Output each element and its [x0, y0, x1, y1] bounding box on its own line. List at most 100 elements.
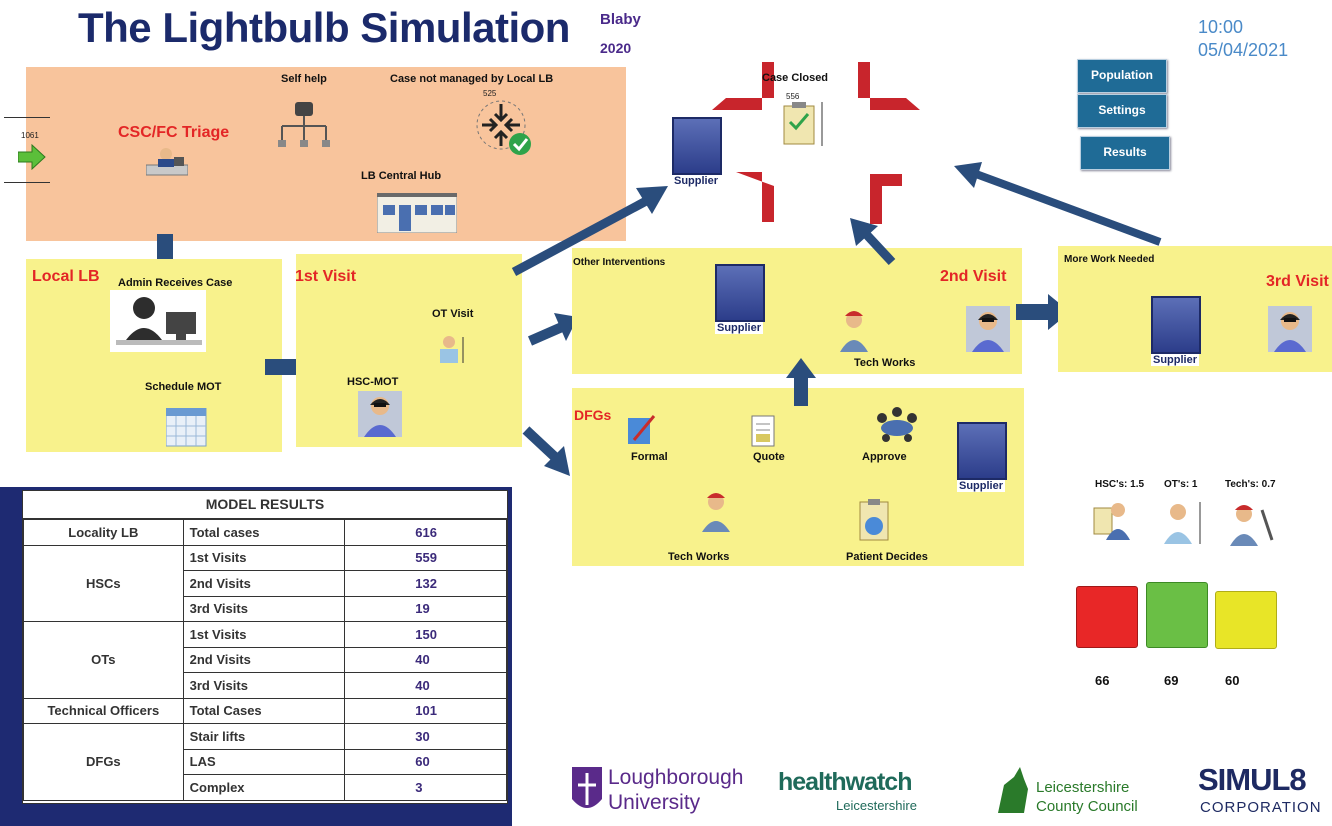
supplier-top: Supplier: [672, 117, 722, 187]
table-row: LAS 60: [24, 748, 507, 775]
value-cell: 19: [344, 595, 507, 622]
clipboard-check-icon: [783, 102, 823, 146]
inflow-arrow-icon: [18, 144, 46, 170]
admin-receives-label: Admin Receives Case: [118, 277, 233, 289]
schedule-mot-label: Schedule MOT: [145, 381, 222, 393]
other-tech-works-label: Tech Works: [854, 357, 916, 369]
label-cell: Total cases: [182, 519, 346, 546]
settings-button[interactable]: Settings: [1077, 94, 1167, 128]
local-lb-title: Local LB: [32, 268, 100, 285]
value-cell: 132: [344, 570, 507, 597]
arrow-more-to-closed: [954, 162, 1162, 246]
central-hub-label: LB Central Hub: [361, 170, 442, 182]
approve-meeting-icon: [877, 407, 917, 442]
clock-time: 10:00: [1198, 17, 1244, 37]
dfgs-zone: [572, 388, 1024, 566]
supplier-label: Supplier: [957, 480, 1005, 492]
group-cell: DFGs: [23, 723, 184, 801]
simul8-logo-line2: CORPORATION: [1200, 799, 1322, 816]
arrow-first-to-dfgs: [522, 426, 570, 476]
table-row: Locality LB Total cases 616: [23, 519, 507, 546]
table-row: 3rd Visits 40: [24, 672, 507, 699]
case-closed-frame: [712, 62, 920, 224]
calendar-icon: [166, 408, 207, 447]
third-visit-person-icon: [1268, 306, 1312, 352]
not-managed-label: Case not managed by Local LB: [390, 73, 554, 85]
formal-label: Formal: [631, 451, 668, 463]
transfer-check-icon: [476, 100, 531, 155]
table-row: Technical Officers Total Cases 101: [23, 697, 507, 724]
ot-staff-icon: [1164, 502, 1201, 544]
formal-document-icon: [628, 415, 656, 444]
results-title: MODEL RESULTS: [23, 491, 507, 519]
inflow-line-bottom: [4, 182, 50, 183]
loughborough-crest-icon: [572, 767, 602, 808]
status-tile-yellow: [1215, 591, 1277, 649]
leicestershire-fox-icon: [994, 765, 1032, 817]
approve-label: Approve: [862, 451, 907, 463]
case-closed-count: 556: [786, 92, 800, 101]
status-value-red: 66: [1095, 673, 1110, 688]
healthwatch-logo-line1: healthwatch: [778, 768, 912, 796]
hsc-staff-icon: [1093, 503, 1130, 540]
other-interventions-title: Other Interventions: [573, 257, 666, 268]
value-cell: 40: [344, 646, 507, 673]
results-card: MODEL RESULTS Locality LB Total cases 61…: [22, 490, 508, 804]
quote-label: Quote: [753, 451, 785, 463]
patient-decides-label: Patient Decides: [846, 551, 928, 563]
clock-date: 05/04/2021: [1198, 40, 1289, 60]
table-row: OTs 1st Visits 150: [23, 621, 507, 699]
triage-title: CSC/FC Triage: [118, 124, 230, 141]
leicestershire-logo-line2: County Council: [1036, 798, 1138, 815]
hsc-person-icon: [358, 391, 402, 437]
healthwatch-logo-line2: Leicestershire: [836, 798, 917, 813]
dfgs-title: DFGs: [574, 407, 612, 423]
supplier-dfgs: Supplier: [957, 422, 1007, 492]
label-cell: 3rd Visits: [182, 672, 346, 699]
value-cell: 616: [344, 519, 507, 546]
tech-worker-icon: [840, 311, 868, 352]
value-cell: 30: [344, 723, 507, 750]
supplier-label: Supplier: [672, 175, 720, 187]
supplier-other: Supplier: [715, 264, 765, 334]
arrow-second-to-closed: [850, 218, 896, 266]
results-button[interactable]: Results: [1080, 136, 1170, 170]
first-visit-title: 1st Visit: [295, 268, 357, 285]
first-visit-zone: [296, 254, 522, 447]
inflow-line-top: [4, 117, 50, 118]
population-button[interactable]: Population: [1077, 59, 1167, 93]
arrow-first-to-supplier: [511, 186, 668, 276]
supplier-label: Supplier: [1151, 354, 1199, 366]
tech-staff-label: Tech's: 0.7: [1225, 479, 1276, 490]
label-cell: Total Cases: [182, 697, 346, 724]
page-title: The Lightbulb Simulation: [78, 4, 570, 51]
label-cell: 2nd Visits: [182, 646, 346, 673]
hsc-mot-label: HSC-MOT: [347, 376, 399, 388]
table-row: 2nd Visits 40: [24, 646, 507, 673]
ot-staff-label: OT's: 1: [1164, 479, 1198, 490]
ot-visit-label: OT Visit: [432, 308, 474, 320]
label-cell: 3rd Visits: [182, 595, 346, 622]
results-table: Locality LB Total cases 616 HSCs 1st Vis…: [23, 519, 507, 801]
loughborough-logo-line1: Loughborough: [608, 766, 744, 789]
self-help-label: Self help: [281, 73, 327, 85]
value-cell: 150: [344, 621, 507, 648]
simul8-logo-line1: SIMUL8: [1198, 762, 1307, 797]
leicestershire-logo-line1: Leicestershire: [1036, 779, 1130, 796]
value-cell: 3: [344, 774, 507, 801]
label-cell: LAS: [182, 748, 346, 775]
second-visit-title: 2nd Visit: [940, 268, 1007, 285]
not-managed-count: 525: [483, 89, 497, 98]
status-value-yellow: 60: [1225, 673, 1240, 688]
loughborough-logo-line2: University: [608, 791, 701, 814]
status-tile-red: [1076, 586, 1138, 648]
location-year: 2020: [600, 40, 632, 56]
inflow-count: 1061: [21, 131, 39, 140]
status-value-green: 69: [1164, 673, 1179, 688]
phone-tree-icon: [278, 102, 330, 147]
group-cell: Technical Officers: [23, 697, 184, 724]
third-visit-title: 3rd Visit: [1266, 273, 1329, 290]
supplier-more: Supplier: [1151, 296, 1201, 366]
table-row: DFGs Stair lifts 30: [23, 723, 507, 801]
value-cell: 40: [344, 672, 507, 699]
